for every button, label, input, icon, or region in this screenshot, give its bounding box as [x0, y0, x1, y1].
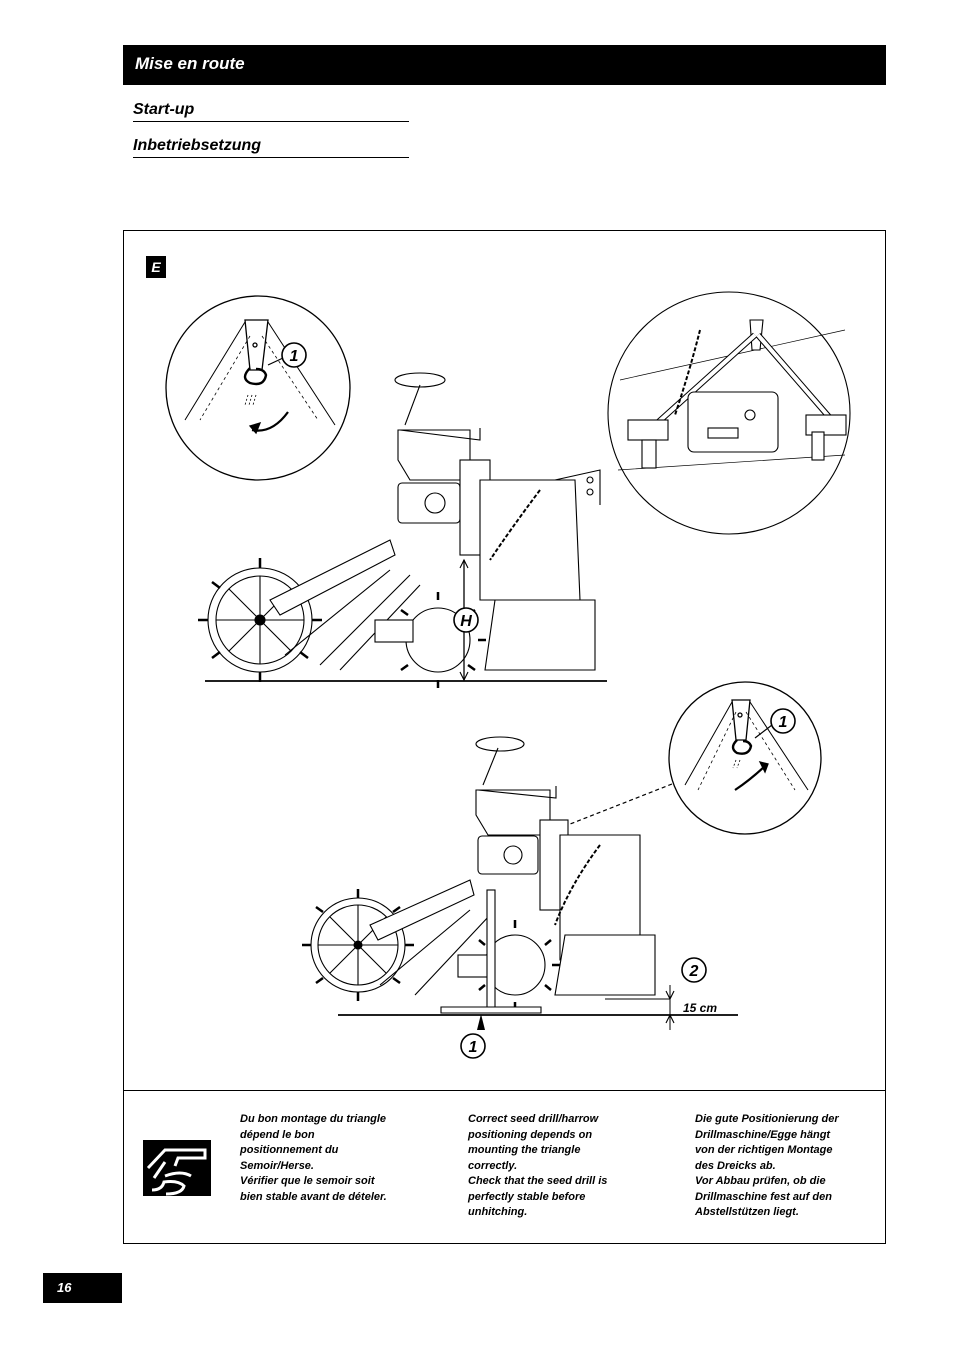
figure-frame	[123, 230, 886, 1244]
callout-h	[453, 607, 479, 633]
callout-h-label: H	[460, 613, 472, 630]
hook-detail-top	[165, 295, 351, 481]
callout-1-top-label: 1	[290, 348, 299, 365]
callout-1-stand	[460, 1033, 486, 1059]
subtitle-english: Start-up	[133, 101, 409, 122]
callout-1-right-label: 1	[779, 714, 788, 731]
callout-1-right-leader	[754, 724, 773, 739]
callout-2	[681, 957, 707, 983]
hook-detail-bottom	[668, 681, 822, 835]
pointing-hand-icon	[143, 1140, 211, 1196]
page-number-box: 16	[43, 1273, 122, 1303]
callout-1-top	[267, 342, 307, 368]
page-number: 16	[57, 1280, 72, 1295]
section-header-bar: Mise en route	[123, 45, 886, 85]
figure-label: E	[146, 256, 166, 278]
seed-drill-side-view-2	[302, 736, 738, 1030]
note-english: Correct seed drill/harrow positioning de…	[468, 1113, 608, 1218]
note-german: Die gute Positionierung der Drillmaschin…	[695, 1113, 839, 1218]
callout-1-stand-arrow	[477, 1014, 485, 1030]
callout-2-label: 2	[689, 963, 699, 980]
dimension-15cm: 15 cm	[683, 1001, 717, 1015]
seed-drill-side-view-1	[198, 372, 607, 688]
note-french: Du bon montage du triangle dépend le bon…	[240, 1113, 387, 1203]
linkage-detail	[607, 291, 851, 535]
section-title: Mise en route	[135, 54, 245, 73]
callout-1-right	[770, 708, 796, 734]
figure-divider	[123, 1090, 886, 1091]
detail-leader-dashed	[559, 783, 673, 829]
callout-1-stand-label: 1	[469, 1039, 478, 1056]
subtitle-german: Inbetriebsetzung	[133, 137, 409, 158]
